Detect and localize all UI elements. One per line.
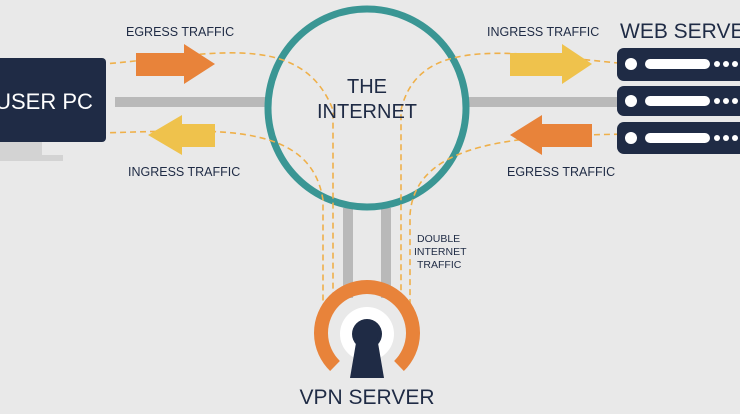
user-pc-label: USER PC	[0, 89, 93, 114]
ingress-traffic-label-left: INGRESS TRAFFIC	[128, 165, 240, 179]
ingress-path-left	[89, 130, 324, 325]
web-server-label: WEB SERVER	[620, 20, 740, 43]
egress-arrow-left	[136, 44, 215, 84]
vpn-tunnel-right-bar	[381, 208, 391, 298]
egress-arrow-right	[510, 115, 592, 155]
vpn-tunnel-left-bar	[343, 208, 353, 298]
ingress-arrow-left	[148, 115, 215, 155]
pc-internet-connection-bar	[115, 97, 270, 107]
ingress-arrow-right	[510, 44, 592, 84]
traffic-paths	[89, 52, 641, 325]
internet-label-line2: INTERNET	[317, 101, 417, 123]
double-traffic-label-line3: TRAFFIC	[417, 259, 462, 271]
user-pc-monitor-icon	[0, 58, 106, 161]
egress-path-right	[409, 133, 641, 325]
internet-circle	[264, 5, 470, 211]
web-server-rack-icon	[617, 48, 740, 154]
internet-server-connection-bar	[468, 97, 623, 107]
ingress-path-right	[400, 52, 641, 300]
vpn-lock-logo-icon	[314, 280, 420, 378]
double-traffic-label-line2: INTERNET	[414, 246, 467, 258]
vpn-server-label: VPN SERVER	[300, 386, 435, 409]
double-traffic-label-line1: DOUBLE	[417, 233, 460, 245]
egress-traffic-label-left: EGRESS TRAFFIC	[126, 25, 234, 39]
internet-label-line1: THE	[347, 76, 387, 98]
egress-traffic-label-right: EGRESS TRAFFIC	[507, 165, 615, 179]
ingress-traffic-label-right: INGRESS TRAFFIC	[487, 25, 599, 39]
egress-path-left	[89, 52, 334, 300]
